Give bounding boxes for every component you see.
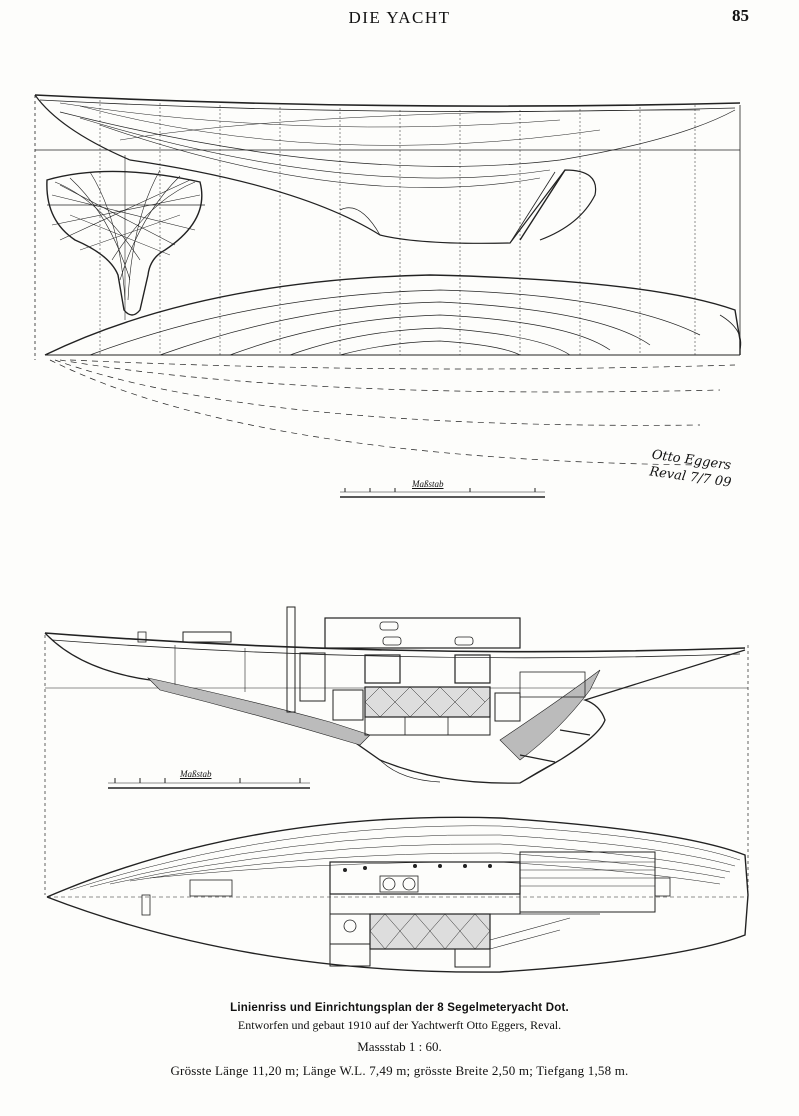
caption-scale: Massstab 1 : 60. xyxy=(357,1039,442,1054)
page-number: 85 xyxy=(732,6,749,25)
body-plan xyxy=(46,155,205,320)
interior-plan xyxy=(44,606,749,973)
half-breadth-plan xyxy=(44,274,742,466)
page-header: DIE YACHT 85 xyxy=(0,6,799,30)
lines-scale-bar xyxy=(340,488,545,498)
profile-view xyxy=(34,94,741,360)
deck-plan xyxy=(46,816,749,973)
caption-title: Linienriss und Einrichtungsplan der 8 Se… xyxy=(230,1002,569,1014)
interior-scale-label: Maßstab xyxy=(180,769,212,779)
caption-subtitle: Entworfen und gebaut 1910 auf der Yachtw… xyxy=(237,1018,562,1032)
caption-dimensions: Grösste Länge 11,20 m; Länge W.L. 7,49 m… xyxy=(170,1063,629,1078)
inboard-profile xyxy=(44,606,749,895)
lines-plan xyxy=(34,94,742,498)
interior-scale-bar xyxy=(108,778,310,789)
lines-scale-label: Maßstab xyxy=(412,479,444,489)
running-head: DIE YACHT xyxy=(348,8,451,27)
figure-caption: Linienriss und Einrichtungsplan der 8 Se… xyxy=(0,1002,799,1079)
